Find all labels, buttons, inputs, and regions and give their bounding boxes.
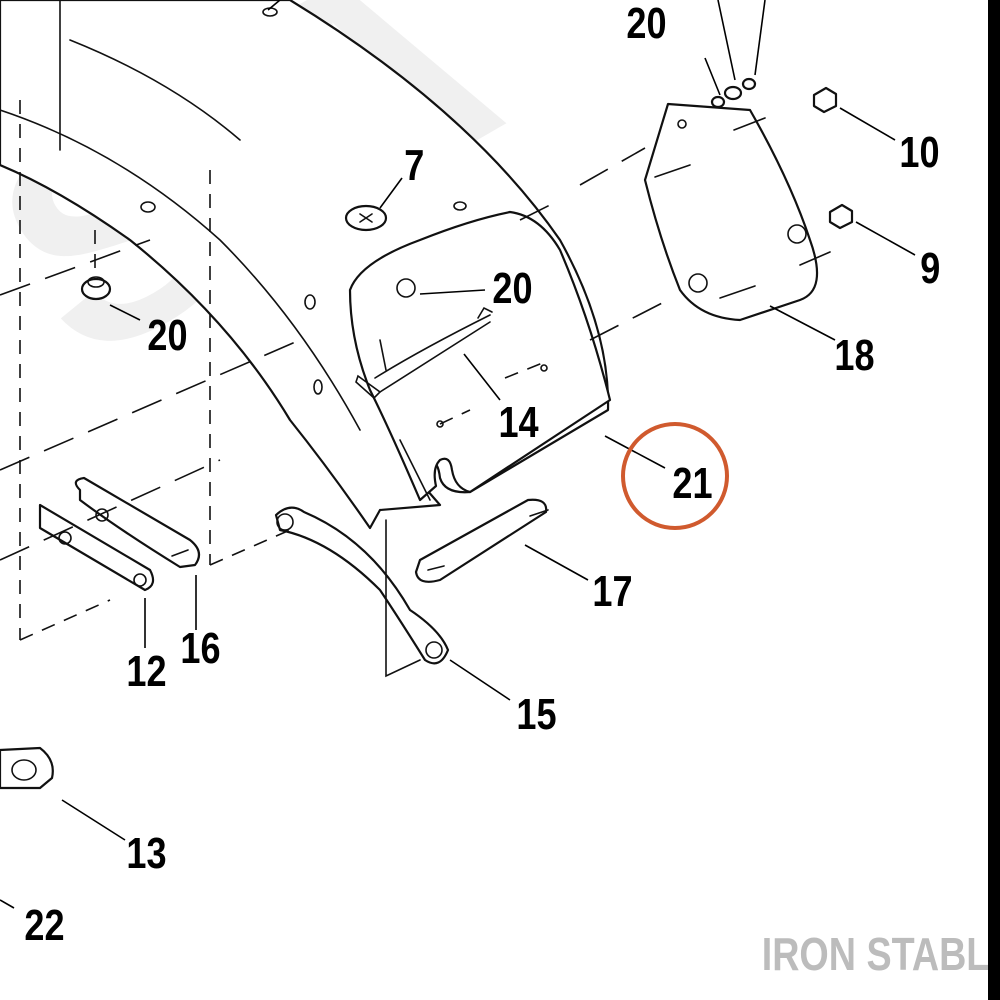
mount-plate-14 (348, 210, 612, 502)
callout-label: 17 (592, 567, 632, 616)
strut-15 (274, 506, 450, 665)
callout-label: 14 (498, 398, 539, 447)
callout-label: 9 (920, 244, 940, 293)
brackets-12-16 (38, 476, 201, 592)
leader-lines (0, 0, 916, 909)
callout-label: 15 (516, 690, 556, 739)
screw-7 (344, 204, 388, 232)
callout-label: 22 (24, 901, 64, 950)
fragment-13 (0, 746, 54, 790)
callout-label: 21 (672, 459, 712, 508)
grommet-20 (80, 276, 112, 301)
brand-watermark: IRON STABLE (762, 928, 1000, 979)
nut-10 (812, 86, 838, 114)
callout-label: 18 (834, 331, 874, 380)
washers-20 (710, 77, 757, 109)
callout-labels: 20 7 20 20 10 9 18 14 21 17 12 16 15 13 … (24, 0, 940, 950)
nut-9 (828, 203, 854, 230)
callout-label: 20 (626, 0, 666, 48)
callout-label: 16 (180, 624, 220, 673)
bracket-18 (643, 102, 831, 322)
callout-label: 10 (899, 128, 939, 177)
link-bar-17 (414, 498, 549, 583)
callout-label: 20 (492, 264, 532, 313)
callout-label: 12 (126, 647, 166, 696)
assembly-lines (0, 0, 669, 678)
highlight-ring-21 (621, 422, 729, 530)
right-border-bar (988, 0, 1000, 1000)
callout-label: 7 (404, 141, 424, 190)
callout-label: 13 (126, 829, 166, 878)
callout-label: 20 (147, 311, 187, 360)
